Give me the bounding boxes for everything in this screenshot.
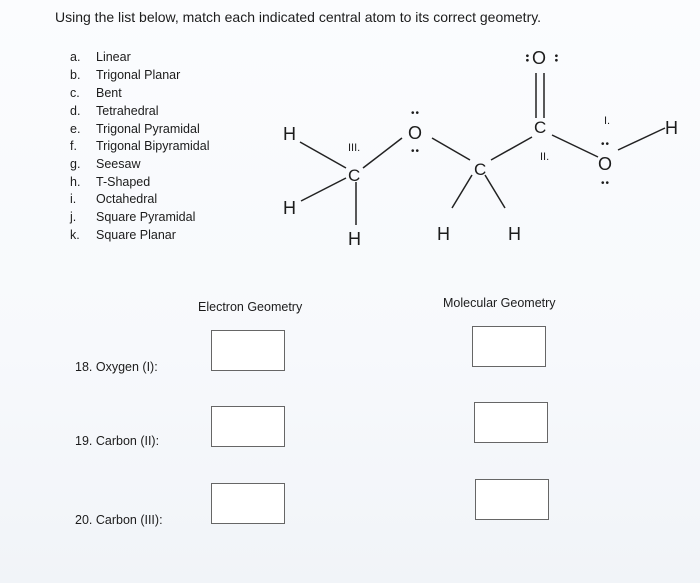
option-letter: g. [70,157,81,171]
atom-o-hydroxyl: O [598,154,612,174]
bond-lines [299,73,666,225]
option-letter: a. [70,50,81,64]
lone-pair: •• [550,54,561,63]
bond-c2-o1 [551,134,599,158]
option-text: Seesaw [96,157,141,171]
bond-c-c2 [490,136,533,161]
answer-20-electron-box[interactable] [211,483,285,524]
atom-h: H [283,198,296,218]
option-i: i. Octahedral [70,192,157,206]
option-a: a. Linear [70,50,131,64]
question-19-label: 19. Carbon (II): [75,434,160,448]
answer-20-molecular-box[interactable] [475,479,549,520]
atom-h: H [283,124,296,144]
bond-c-h-right [484,174,506,209]
atom-c: C [474,160,486,179]
option-text: Bent [96,86,122,100]
atom-h: H [348,229,361,249]
bond-c3-h-upper [299,141,347,169]
option-letter: d. [70,104,81,118]
lone-pair: •• [601,178,610,189]
molecular-geometry-header: Molecular Geometry [443,296,556,310]
atom-h: H [437,224,450,244]
option-b: b. Trigonal Planar [70,68,180,82]
answer-18-molecular-box[interactable] [472,326,546,367]
answer-19-molecular-box[interactable] [474,402,548,443]
option-text: Trigonal Pyramidal [96,122,200,136]
option-f: f. Trigonal Bipyramidal [70,139,209,153]
atom-c: C [534,118,546,137]
option-letter: h. [70,175,81,189]
option-text: Square Planar [96,228,176,242]
bond-o1-h [617,127,666,151]
bond-c3-o [362,137,403,169]
option-letter: e. [70,122,81,136]
option-e: e. Trigonal Pyramidal [70,122,200,136]
question-20-label: 20. Carbon (III): [75,513,163,527]
lone-pair: •• [411,146,420,157]
option-text: Tetrahedral [96,104,159,118]
option-text: T-Shaped [96,175,151,189]
atom-h: H [508,224,521,244]
option-text: Trigonal Bipyramidal [96,139,210,153]
option-c: c. Bent [70,86,122,100]
lone-pair: •• [411,108,420,119]
electron-geometry-header: Electron Geometry [198,300,303,314]
option-d: d. Tetrahedral [70,104,159,118]
option-letter: i. [70,192,77,206]
option-letter: k. [70,228,80,242]
instructions-title: Using the list below, match each indicat… [55,9,542,25]
option-k: k. Square Planar [70,228,176,242]
label-iii: III. [348,142,360,154]
label-ii: II. [540,151,549,163]
option-text: Square Pyramidal [96,210,196,224]
atom-c: C [348,166,360,185]
option-letter: c. [70,86,80,100]
option-j: j. Square Pyramidal [70,210,195,224]
answer-19-electron-box[interactable] [211,406,285,447]
option-g: g. Seesaw [70,157,140,171]
lone-pair: •• [521,54,532,63]
lone-pair: •• [601,139,610,150]
option-text: Octahedral [96,192,158,206]
option-text: Linear [96,50,131,64]
option-letter: f. [70,139,77,153]
option-text: Trigonal Planar [96,68,181,82]
answer-18-electron-box[interactable] [211,330,285,371]
option-letter: j. [70,210,77,224]
bond-c-h-left [451,174,473,209]
label-i: I. [604,115,610,127]
bond-o-c [431,137,471,161]
atom-o-carbonyl: O [532,48,546,68]
bond-c3-h-lower [300,177,347,202]
atom-o-ether: O [408,123,422,143]
question-18-label: 18. Oxygen (I): [75,360,158,374]
atom-h: H [665,118,678,138]
atom-labels: H H H C III. O •• •• C H H O •• •• C II.… [283,48,678,249]
option-letter: b. [70,68,81,82]
option-h: h. T-Shaped [70,175,150,189]
